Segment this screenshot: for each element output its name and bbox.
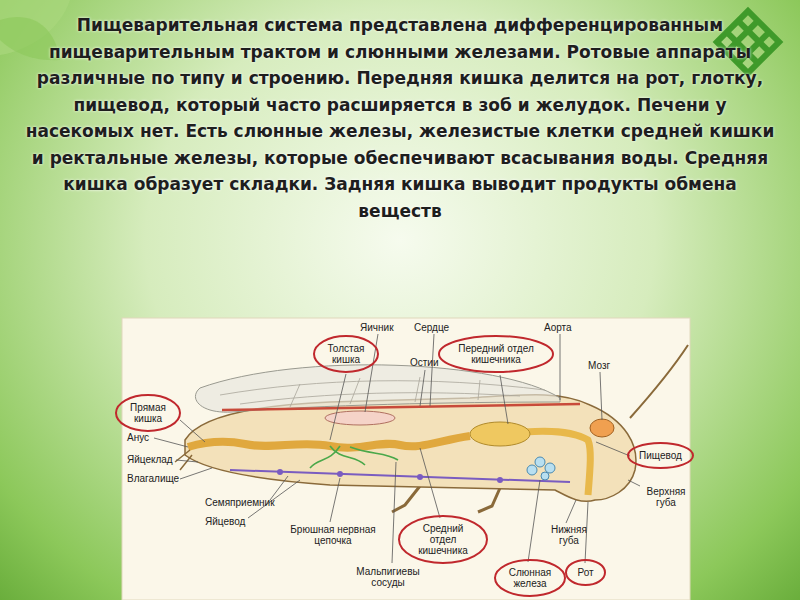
highlight-ellipse: Средний отдел кишечника — [400, 517, 486, 562]
part-label: Верхняя губа — [640, 486, 692, 508]
part-label: Нижняя губа — [546, 524, 592, 546]
part-label: Передний отдел кишечника — [450, 337, 542, 365]
part-label: Влагалище — [127, 473, 179, 484]
part-label: Яйцевод — [205, 516, 245, 527]
part-label: Остии — [410, 357, 439, 368]
part-label: Семяприемник — [205, 497, 275, 508]
leader-lines — [154, 334, 640, 563]
part-label: Средний отдел кишечника — [410, 517, 476, 556]
part-label: Мальпигиевы сосуды — [352, 566, 424, 588]
picture-panel — [122, 318, 690, 600]
highlight-ellipse: Толстая кишка — [315, 337, 377, 371]
part-label: Аорта — [544, 322, 572, 333]
highlight-ellipse: Слюнная железа — [496, 561, 564, 595]
part-label: Сердце — [414, 322, 449, 333]
part-label: Толстая кишка — [325, 337, 367, 365]
highlight-ellipse: Передний отдел кишечника — [440, 337, 552, 371]
ellipse-shape — [628, 443, 693, 468]
ellipse-shape — [314, 336, 378, 372]
part-label: Прямая кишка — [127, 396, 169, 424]
part-label: Брюшная нервная цепочка — [290, 524, 376, 546]
ellipse-shape — [495, 560, 565, 596]
ellipse-shape — [566, 560, 605, 585]
ellipse-shape — [116, 395, 180, 431]
part-label: Анус — [127, 432, 149, 443]
highlight-ellipse: Рот — [567, 561, 604, 584]
highlight-ellipse: Пищевод — [629, 444, 692, 467]
ellipse-shape — [439, 336, 553, 372]
slide-text: Пищеварительная система представлена диф… — [20, 12, 780, 224]
part-label: Мозг — [588, 360, 610, 371]
part-label: Яйцеклад — [127, 454, 173, 465]
part-label: Пищевод — [629, 444, 692, 461]
part-label: Слюнная железа — [506, 561, 554, 589]
highlight-ellipse: Прямая кишка — [117, 396, 179, 430]
ellipse-shape — [399, 516, 487, 563]
part-label: Яичник — [360, 322, 394, 333]
part-label: Рот — [567, 561, 604, 578]
